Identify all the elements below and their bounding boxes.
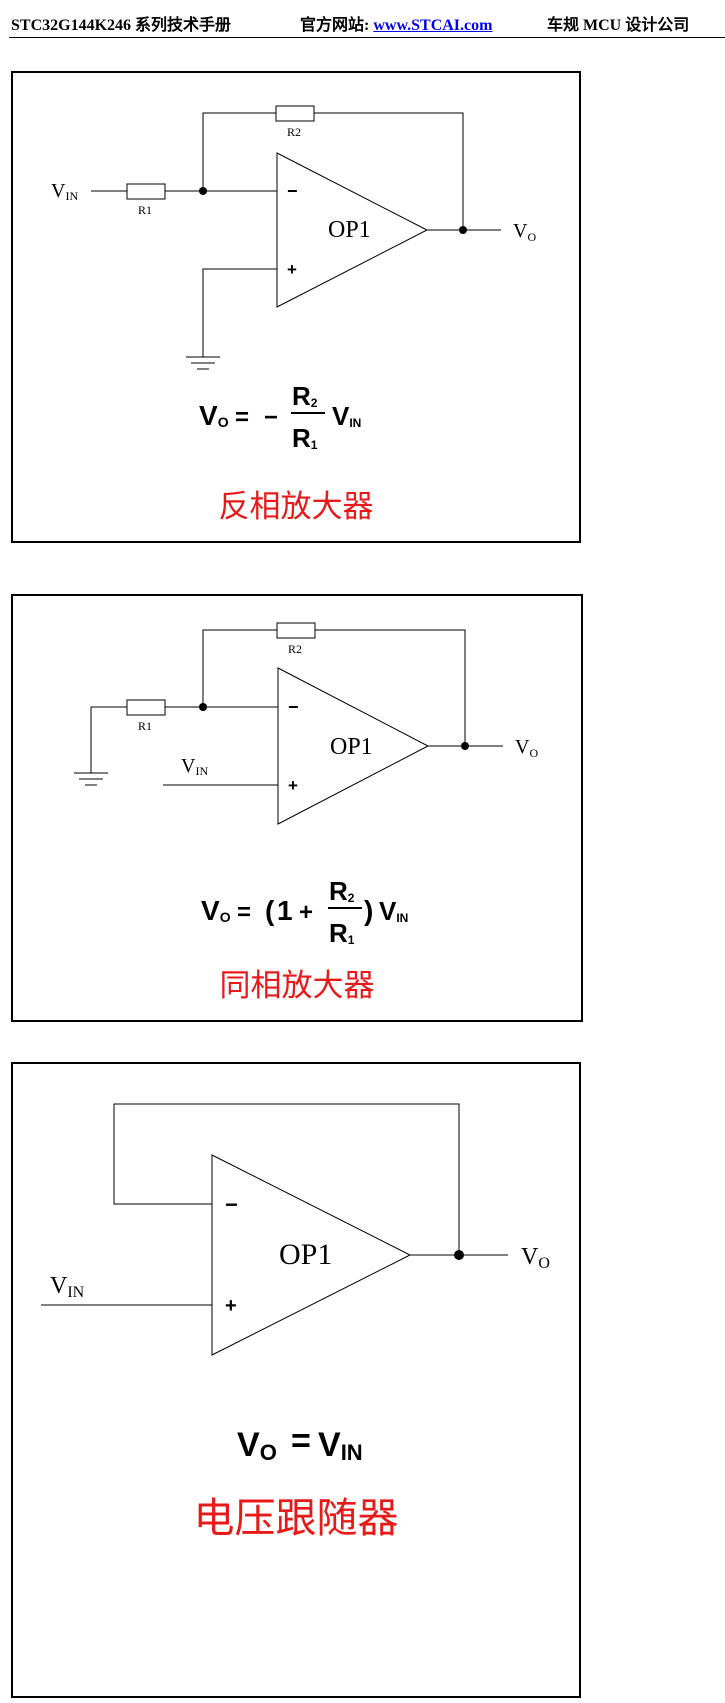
page-header: STC32G144K246 系列技术手册 官方网站: www.STCAI.com… — [0, 0, 725, 40]
formula-rhs: VIN — [379, 896, 408, 926]
vo-label: VO — [513, 220, 536, 244]
noninverting-amplifier-schematic: R2 R1 VIN VO OP1 − + VO = ( 1 + R2 R1 ) … — [74, 622, 538, 948]
op-amp-triangle — [276, 152, 429, 308]
r1-label: R1 — [138, 203, 152, 217]
op-amp-triangle — [211, 1154, 412, 1356]
feedback-wire-left — [202, 629, 277, 707]
junction-dot — [459, 226, 467, 234]
follower-formula: VO = VIN — [237, 1422, 363, 1465]
formula-negative: − — [264, 404, 278, 431]
inverting-amplifier-schematic: R2 R1 VIN VO OP1 − + VO = − R2 R1 VIN — [51, 105, 536, 453]
vo-label: VO — [521, 1244, 550, 1272]
ground-wire — [90, 706, 127, 773]
manual-title: STC32G144K246 系列技术手册 — [11, 17, 232, 34]
formula-lhs: VO — [201, 895, 231, 926]
r1-resistor — [126, 183, 166, 200]
feedback-wire-left — [202, 112, 276, 191]
figure-caption: 反相放大器 — [218, 489, 374, 525]
formula-lhs: VO — [199, 400, 229, 431]
op-amp-triangle — [277, 667, 430, 825]
formula-one: 1 — [277, 895, 293, 926]
inverting-sign: − — [225, 1192, 238, 1217]
formula-lparen: ( — [265, 895, 275, 926]
noninverting-sign: + — [225, 1295, 237, 1317]
gain-formula: VO = ( 1 + R2 R1 ) VIN — [201, 876, 408, 948]
vin-label: VIN — [181, 755, 208, 778]
noninverting-sign: + — [287, 260, 297, 279]
junction-dot — [199, 187, 207, 195]
r2-resistor — [275, 105, 315, 122]
site-label: 官方网站: — [300, 17, 370, 34]
vin-label: VIN — [50, 1273, 85, 1301]
figure-caption: 同相放大器 — [219, 968, 375, 1004]
site-link[interactable]: www.STCAI.com — [373, 17, 493, 34]
ground-wire — [202, 268, 277, 357]
formula-numerator: R2 — [329, 876, 355, 906]
noninverting-sign: + — [288, 776, 298, 795]
ground-symbol — [186, 356, 220, 370]
r1-resistor — [126, 699, 166, 716]
formula-equals: = — [237, 899, 251, 926]
vin-label: VIN — [51, 180, 78, 203]
vo-label: VO — [515, 736, 538, 760]
header-divider — [9, 37, 725, 38]
formula-lhs: VO — [237, 1426, 277, 1465]
formula-plus: + — [299, 899, 313, 926]
junction-dot — [199, 703, 207, 711]
formula-rhs: VIN — [332, 401, 361, 431]
inverting-sign: − — [287, 181, 298, 201]
gain-formula: VO = − R2 R1 VIN — [199, 381, 361, 453]
formula-rparen: ) — [364, 895, 373, 926]
feedback-wire-right — [315, 629, 466, 746]
voltage-follower-schematic: VIN VO OP1 − + VO = VIN — [41, 1103, 550, 1465]
op-amp-label: OP1 — [279, 1238, 332, 1271]
feedback-wire — [113, 1103, 460, 1255]
inverting-sign: − — [288, 697, 299, 717]
inverting-amplifier-figure: R2 R1 VIN VO OP1 − + VO = − R2 R1 VIN 反相… — [11, 71, 581, 543]
company-tagline: 车规 MCU 设计公司 — [547, 17, 690, 34]
junction-dot — [461, 742, 469, 750]
formula-denominator: R1 — [292, 423, 318, 453]
voltage-follower-figure: VIN VO OP1 − + VO = VIN 电压跟随器 — [11, 1062, 581, 1698]
r2-label: R2 — [287, 125, 301, 139]
junction-dot — [454, 1250, 464, 1260]
formula-denominator: R1 — [329, 918, 355, 948]
figure-caption: 电压跟随器 — [193, 1494, 399, 1542]
op-amp-label: OP1 — [330, 734, 373, 760]
r2-label: R2 — [288, 642, 302, 656]
ground-symbol — [74, 772, 108, 786]
formula-numerator: R2 — [292, 381, 318, 411]
r2-resistor — [276, 622, 316, 639]
official-site: 官方网站: www.STCAI.com — [300, 11, 492, 35]
noninverting-amplifier-figure: R2 R1 VIN VO OP1 − + VO = ( 1 + R2 R1 ) … — [11, 594, 583, 1022]
feedback-wire-right — [314, 112, 464, 230]
op-amp-label: OP1 — [328, 217, 371, 243]
formula-equals: = — [235, 404, 249, 431]
formula-rhs: VIN — [318, 1426, 363, 1465]
r1-label: R1 — [138, 719, 152, 733]
formula-equals: = — [291, 1422, 311, 1460]
